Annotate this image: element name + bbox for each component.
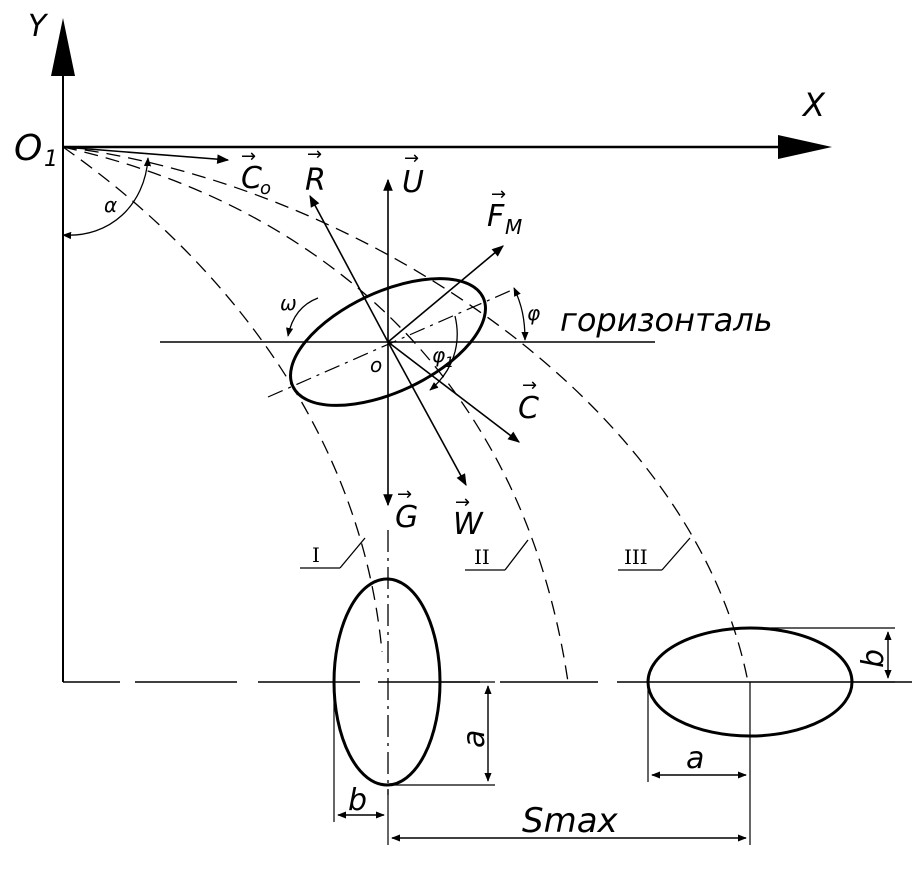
vector-w-label: → W bbox=[453, 492, 484, 542]
trajectory-label-1-text: I bbox=[312, 543, 320, 567]
vector-r-arrow-mark: → bbox=[307, 144, 322, 165]
angle-phi1-letter: φ bbox=[432, 343, 445, 367]
angle-phi1-subscript: 1 bbox=[445, 355, 454, 371]
origin-label: O 1 bbox=[14, 128, 58, 172]
trajectory-label-1: I bbox=[300, 537, 366, 569]
trajectory-curve-3 bbox=[62, 146, 749, 683]
trajectory-curve-1 bbox=[62, 146, 383, 653]
trajectory-label-3: III bbox=[618, 537, 691, 571]
vector-c-letter: C bbox=[518, 391, 539, 426]
center-label: o bbox=[370, 353, 382, 377]
vector-r-label: → R bbox=[305, 144, 326, 198]
vector-c-label: → C bbox=[518, 375, 539, 426]
vector-c0-letter: C bbox=[241, 161, 262, 196]
vector-c0-label: → C o bbox=[241, 146, 271, 199]
vector-fm-subscript: M bbox=[505, 215, 522, 239]
vector-g-arrow-mark: → bbox=[397, 484, 412, 505]
vector-c0-subscript: o bbox=[260, 178, 271, 199]
x-axis bbox=[63, 135, 832, 159]
trajectory-curves bbox=[62, 146, 749, 683]
angle-alpha-arc bbox=[62, 157, 152, 240]
y-axis-label: Y bbox=[28, 9, 49, 44]
angle-omega-arc bbox=[286, 297, 319, 337]
dimension-b-vertical-label: b bbox=[856, 649, 891, 668]
angle-phi-arc bbox=[513, 287, 529, 341]
trajectory-label-2: II bbox=[465, 539, 529, 571]
origin-subscript: 1 bbox=[44, 147, 58, 172]
particle-tilted bbox=[289, 277, 487, 407]
vector-g-label: → G bbox=[395, 484, 418, 535]
dimension-a-horizontal: a bbox=[647, 682, 751, 845]
vector-fm-arrow-mark: → bbox=[491, 184, 506, 205]
trajectory-label-3-text: III bbox=[624, 545, 648, 569]
dimension-smax-label: Smax bbox=[522, 801, 619, 841]
angle-phi-label: φ bbox=[527, 301, 540, 325]
vector-w-arrow bbox=[387, 341, 467, 487]
angle-alpha-label: α bbox=[104, 193, 117, 217]
vector-fm-letter: F bbox=[487, 199, 505, 234]
vector-c0-arrow-mark: → bbox=[241, 146, 256, 167]
dimension-b-horizontal-label: b bbox=[348, 783, 367, 818]
trajectory-label-2-text: II bbox=[474, 545, 490, 569]
vector-u-letter: U bbox=[402, 165, 424, 200]
dimension-b-vertical: b bbox=[750, 627, 895, 683]
vector-r-letter: R bbox=[305, 163, 326, 198]
vector-fm-arrow bbox=[387, 245, 504, 343]
vector-r-arrow bbox=[309, 194, 389, 343]
vector-c0-arrow bbox=[62, 146, 230, 164]
dimension-a-horizontal-label: a bbox=[686, 741, 704, 776]
angle-phi1-label: φ 1 bbox=[432, 343, 454, 371]
horizontal-label: горизонталь bbox=[560, 301, 773, 339]
origin-letter: O bbox=[14, 128, 42, 169]
vector-u-label: → U bbox=[402, 148, 424, 200]
vector-fm-label: → F M bbox=[487, 184, 522, 239]
dimension-a-vertical-label: a bbox=[457, 730, 492, 748]
angle-phi1-arc bbox=[429, 315, 458, 391]
vector-c-arrow-mark: → bbox=[522, 375, 537, 396]
x-axis-label: X bbox=[801, 86, 826, 124]
vector-w-arrow-mark: → bbox=[455, 492, 470, 513]
y-axis bbox=[51, 18, 75, 682]
vector-w-letter: W bbox=[453, 507, 484, 542]
dimension-smax: Smax bbox=[387, 790, 747, 845]
dimension-b-horizontal: b bbox=[333, 682, 385, 822]
angle-omega-label: ω bbox=[280, 291, 297, 315]
vector-u-arrow-mark: → bbox=[404, 148, 419, 169]
vector-g-letter: G bbox=[395, 500, 418, 535]
dimension-a-vertical: a bbox=[387, 681, 495, 786]
vector-c-arrow bbox=[387, 341, 520, 443]
